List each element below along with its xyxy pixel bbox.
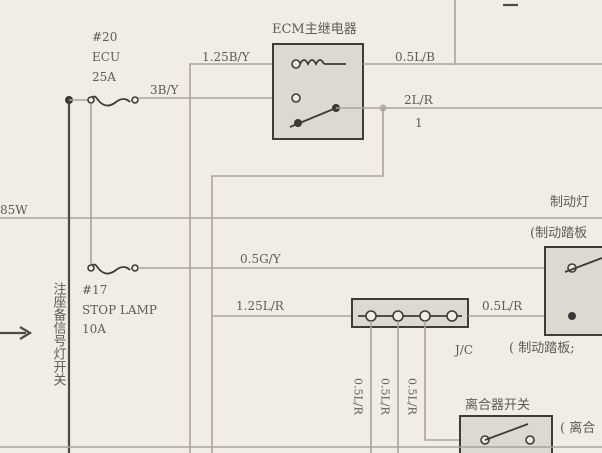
ecm-relay-box [272,43,364,140]
brake-switch-arm [564,257,602,273]
wire-v2-label: 0.5L/R [379,378,392,416]
jc-pin-2 [392,310,404,322]
brake-pedal-top-label: (制动踏板 [530,226,587,241]
wire-v1-label: 0.5L/R [352,378,365,416]
relay-contact-arm [289,107,337,128]
wire-v3-label: 0.5L/R [406,378,419,416]
wire-125lr-label: 1.25L/R [236,299,285,313]
brake-pedal-bottom-label: ( 制动踏板; [509,341,575,356]
pin-1-label: 1 [415,116,423,130]
clutch-arm [484,423,529,441]
wire-loop-down [211,108,384,453]
jc-pin-1 [365,310,377,322]
ecm-relay-label: ECM主继电器 [272,22,357,37]
fuse17-number: #17 [82,283,107,297]
fuse17-pin-right [131,264,139,272]
fuse17-rating: 10A [82,322,106,336]
wire-2lr-label: 2L/R [404,93,434,107]
clutch-right-label: ( 离合 [560,420,595,436]
wire-05lr-right-label: 0.5L/R [482,299,523,313]
relay-coil [299,59,325,67]
fuse20-pin-left [87,96,95,104]
relay-pin-switch-top [291,93,301,103]
jc-pin-4 [446,310,458,322]
fuse20-rating: 25A [92,70,116,84]
brake-lamp-label: 制动灯 [550,195,589,210]
brake-switch-box [544,246,602,336]
fuse20-number: #20 [92,30,117,44]
fuse20-name: ECU [92,50,120,64]
fuse17-pin-left [87,264,95,272]
fuse17-name: STOP LAMP [82,303,157,317]
jc-label: J/C [453,343,473,357]
wire-05lb-label: 0.5L/B [395,50,435,64]
seat-signal-switch-label: 注座备信号灯开关 [51,282,67,386]
left-arrow-head [19,326,33,340]
wire-125by-label: 1.25B/Y [202,50,251,64]
wire-125by-line [189,63,293,453]
brake-switch-dot [568,312,576,320]
clutch-pin-right [525,435,535,445]
wire-05gy-label: 0.5G/Y [240,252,282,266]
fuse20-element [89,95,131,107]
fuse20-pin-right [131,96,139,104]
jc-drop-3 [424,321,460,441]
clutch-switch-label: 离合器开关 [465,397,530,413]
fuse17-element [89,263,131,275]
jc-pin-3 [419,310,431,322]
relay-pin-coil [291,59,301,69]
wire-3by-label: 3B/Y [150,83,179,97]
wire-85w-label: 85W [0,203,28,217]
